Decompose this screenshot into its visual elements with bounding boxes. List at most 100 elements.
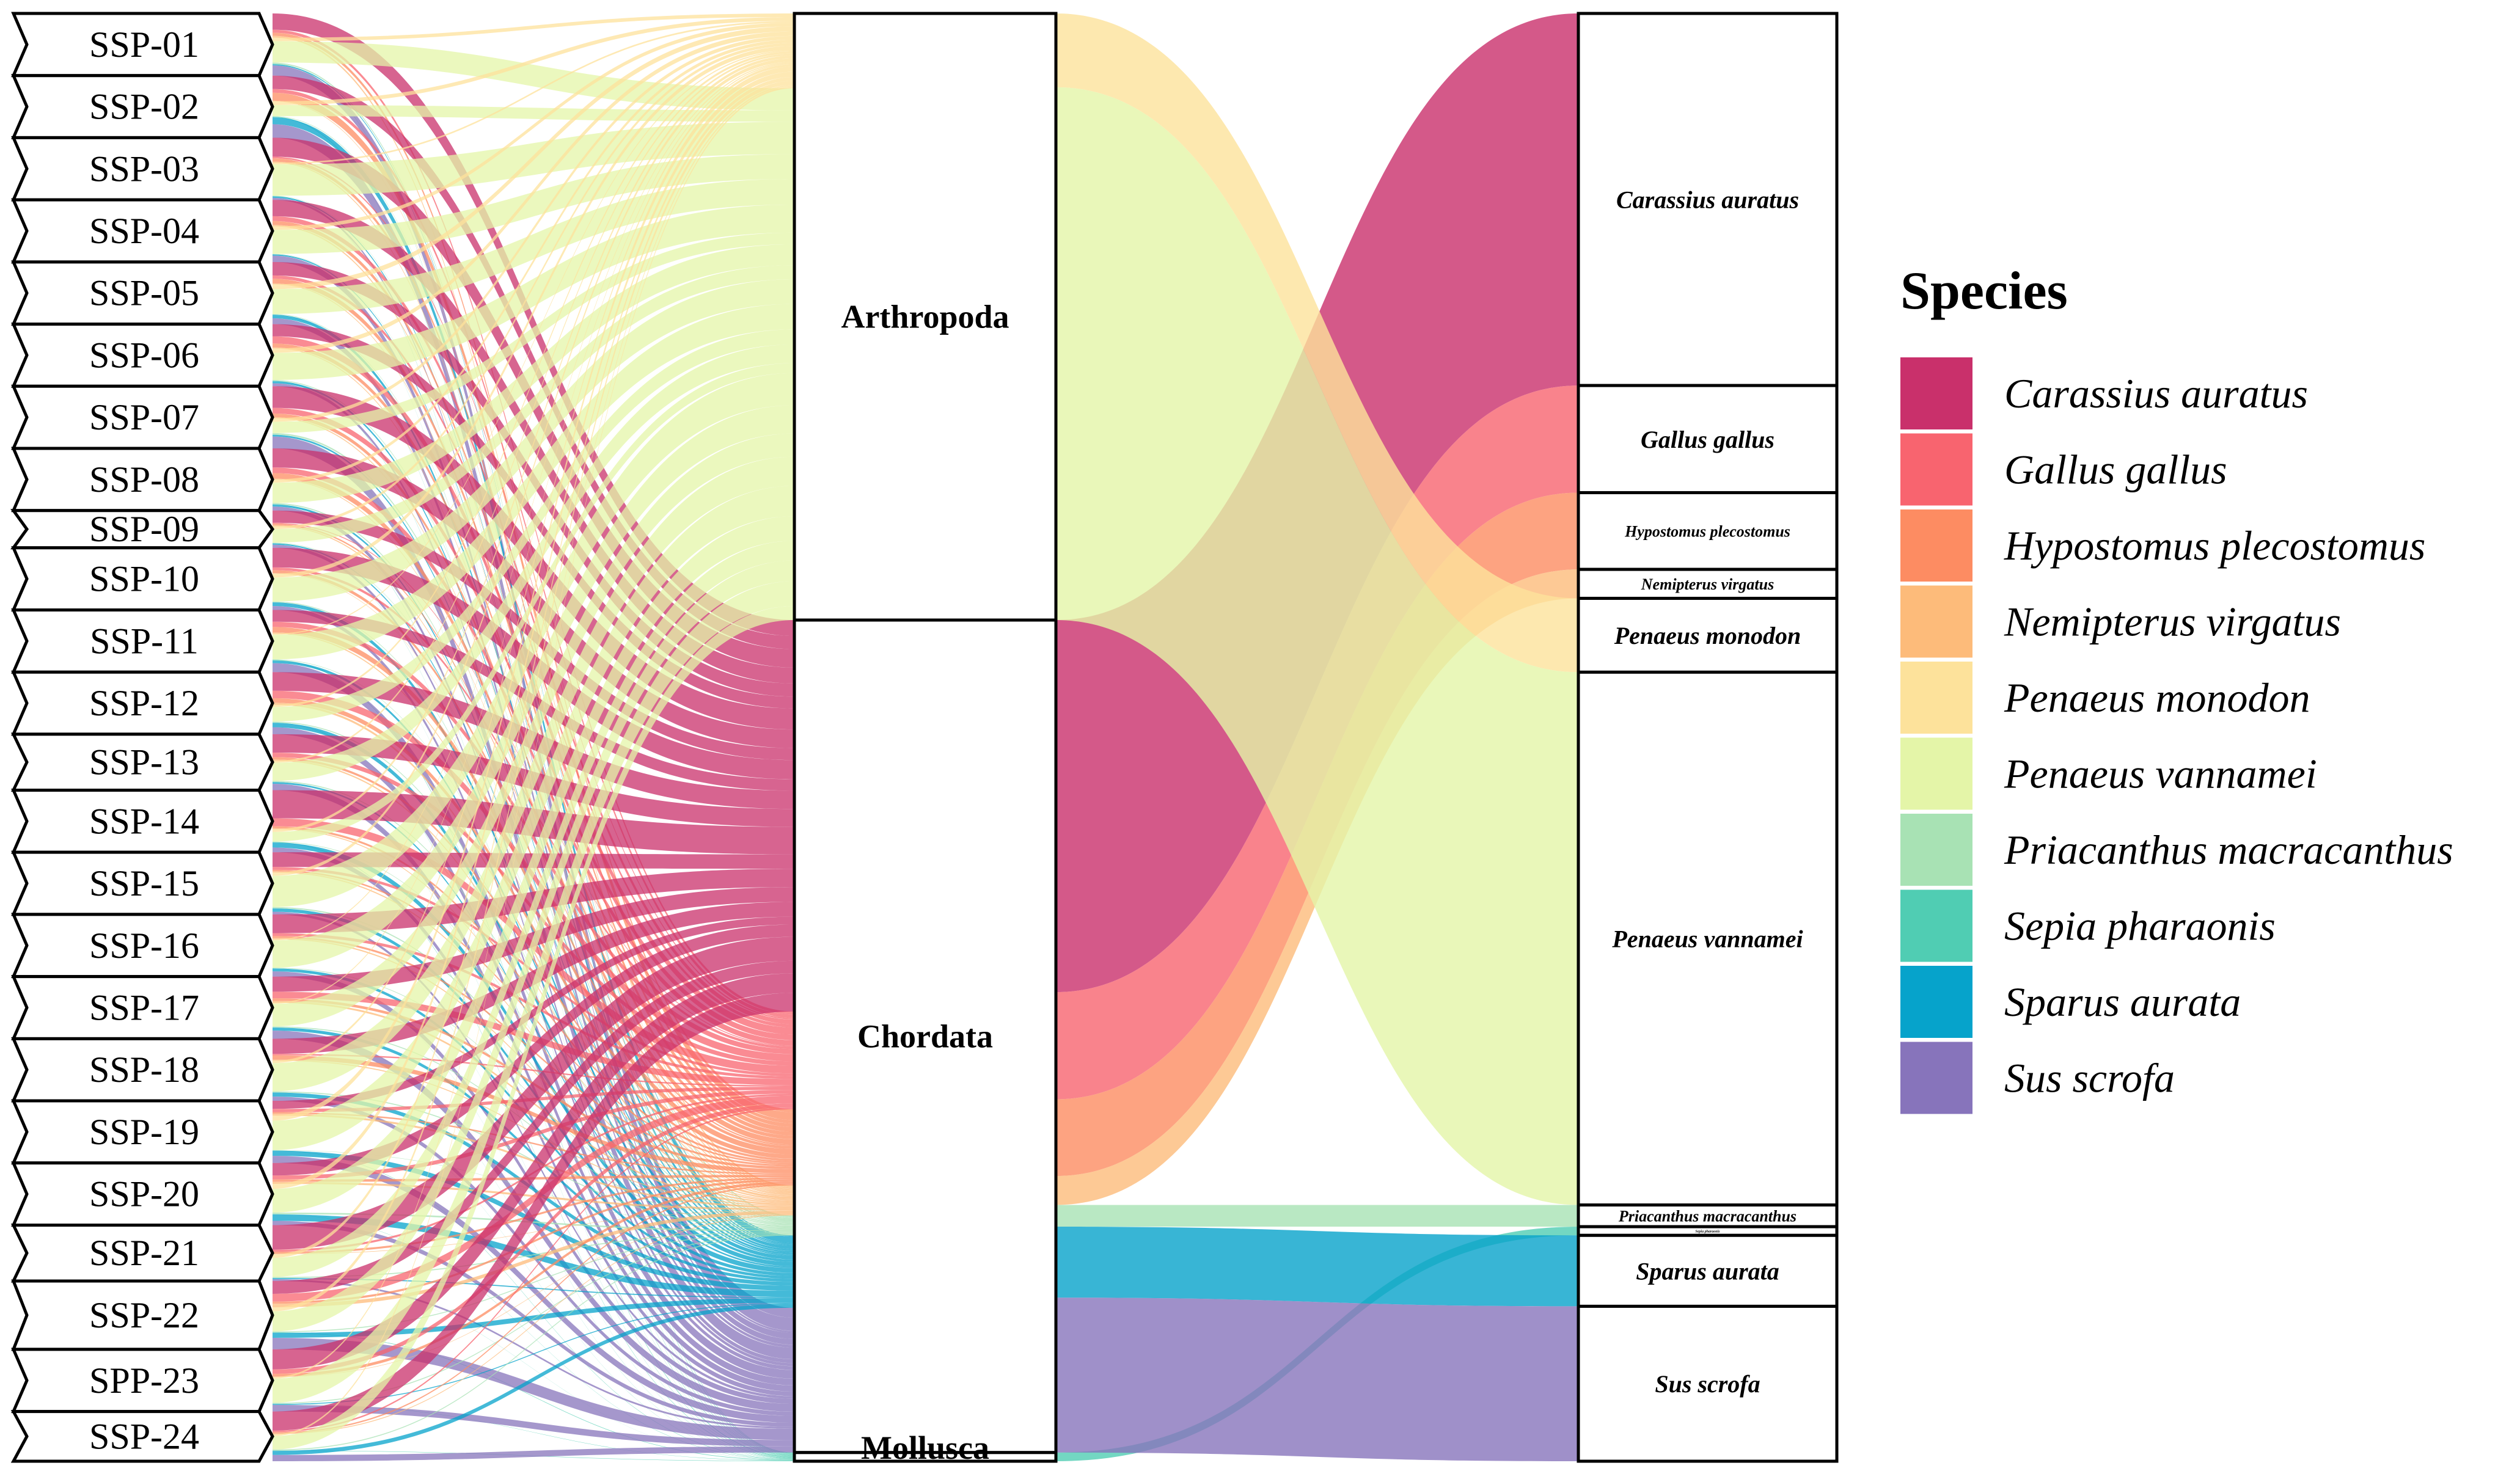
sample-label: SSP-14 <box>89 801 199 841</box>
flow-ssp-21-to-chordata-priacanthus-macracanthus <box>273 1232 794 1279</box>
sample-node-ssp-08: SSP-08 <box>11 447 274 513</box>
sample-to-phylum-flows <box>273 13 794 1461</box>
legend-swatch <box>1900 737 1972 810</box>
legend-swatch <box>1900 357 1972 429</box>
phylum-node-box <box>793 1451 1058 1463</box>
flow-ssp-04-to-chordata-sus-scrofa <box>273 255 794 1339</box>
flow-ssp-11-to-chordata-sparus-aurata <box>273 660 794 1262</box>
flow-ssp-17-to-arthropoda-penaeus-monodon <box>273 62 794 1004</box>
flow-spp-23-to-chordata-priacanthus-macracanthus <box>273 1233 794 1404</box>
sample-label: SSP-03 <box>89 148 199 189</box>
sample-label: SPP-23 <box>89 1360 199 1401</box>
sample-label: SSP-09 <box>89 509 199 549</box>
sample-node-ssp-17: SSP-17 <box>11 975 274 1040</box>
sample-label: SSP-08 <box>89 459 199 500</box>
species-node-box <box>1577 12 1839 387</box>
flow-ssp-10-to-arthropoda-penaeus-vannamei <box>273 279 794 602</box>
flow-ssp-22-to-chordata-nemipterus-virgatus <box>273 1210 794 1308</box>
flow-ssp-18-to-chordata-sparus-aurata <box>273 1092 794 1286</box>
flow-ssp-21-to-chordata-sparus-aurata <box>273 1278 794 1298</box>
flow-ssp-18-to-chordata-hypostomus-plecostomus <box>273 1055 794 1174</box>
legend-swatch <box>1900 889 1972 962</box>
flow-ssp-20-to-chordata-gallus-gallus <box>273 1090 794 1180</box>
flow-ssp-24-to-chordata-gallus-gallus <box>273 1108 794 1433</box>
sample-label: SSP-20 <box>89 1174 199 1214</box>
legend-label: Gallus gallus <box>2004 447 2227 493</box>
flow-ssp-20-to-chordata-priacanthus-macracanthus <box>273 1212 794 1232</box>
flow-ssp-18-to-chordata-carassius-auratus <box>273 902 794 1054</box>
flow-ssp-02-to-arthropoda-penaeus-vannamei <box>273 104 794 122</box>
flow-ssp-08-to-arthropoda-penaeus-monodon <box>273 39 794 483</box>
legend-label: Sus scrofa <box>2004 1055 2175 1101</box>
phylum-to-species-flows <box>1056 13 1578 1461</box>
sample-label: SSP-19 <box>89 1112 199 1152</box>
species-node-carassius-auratus: Carassius auratus <box>1577 12 1839 387</box>
sample-node-ssp-11: SSP-11 <box>11 608 274 674</box>
flow-ssp-15-to-arthropoda-penaeus-monodon <box>273 58 794 876</box>
sample-label: SSP-17 <box>89 987 199 1028</box>
phylum-label: Mollusca <box>861 1429 989 1466</box>
flow-ssp-18-to-arthropoda-penaeus-monodon <box>273 64 794 1064</box>
sample-node-ssp-02: SSP-02 <box>11 74 274 139</box>
species-node-label: Penaeus monodon <box>1614 622 1801 649</box>
legend-swatch <box>1900 814 1972 886</box>
sample-node-ssp-14: SSP-14 <box>11 788 274 854</box>
species-node-box <box>1577 596 1839 674</box>
sample-node-ssp-04: SSP-04 <box>11 198 274 264</box>
sample-label: SSP-21 <box>89 1233 199 1273</box>
sample-nodes: SSP-01SSP-02SSP-03SSP-04SSP-05SSP-06SSP-… <box>10 12 275 1463</box>
legend-label: Nemipterus virgatus <box>2004 599 2341 645</box>
species-node-box <box>1577 491 1839 571</box>
sample-label: SSP-07 <box>89 397 199 437</box>
legend-item-priacanthus-macracanthus: Priacanthus macracanthus <box>1900 814 2453 886</box>
flow-ssp-01-to-chordata-nemipterus-virgatus <box>273 35 794 1188</box>
flow-ssp-08-to-arthropoda-penaeus-vannamei <box>273 244 794 503</box>
flow-ssp-17-to-chordata-gallus-gallus <box>273 991 794 1086</box>
sample-label: SSP-11 <box>90 621 199 661</box>
sample-node-box <box>10 1410 274 1463</box>
flow-ssp-21-to-chordata-carassius-auratus <box>273 936 794 1250</box>
flow-ssp-22-to-chordata-priacanthus-macracanthus <box>273 1232 794 1333</box>
flow-ssp-15-to-arthropoda-penaeus-vannamei <box>273 373 794 907</box>
legend-item-penaeus-monodon: Penaeus monodon <box>1900 662 2310 734</box>
legend-item-gallus-gallus: Gallus gallus <box>1900 433 2227 506</box>
flow-ssp-20-to-arthropoda-penaeus-monodon <box>273 71 794 1189</box>
phylum-node-chordata: Chordata <box>793 618 1058 1455</box>
flow-ssp-11-to-chordata-hypostomus-plecostomus <box>273 627 794 1155</box>
flow-ssp-22-to-chordata-carassius-auratus <box>273 960 794 1294</box>
flow-ssp-24-to-chordata-sus-scrofa <box>273 1446 794 1461</box>
flow-chordata-to-sparus-aurata <box>1056 1227 1578 1307</box>
flow-ssp-22-to-chordata-hypostomus-plecostomus <box>273 1179 794 1304</box>
legend-item-nemipterus-virgatus: Nemipterus virgatus <box>1900 585 2341 658</box>
flow-ssp-13-to-chordata-hypostomus-plecostomus <box>273 757 794 1161</box>
species-node-sus-scrofa: Sus scrofa <box>1577 1304 1839 1463</box>
flow-ssp-05-to-arthropoda-penaeus-monodon <box>273 26 794 290</box>
flow-ssp-19-to-chordata-priacanthus-macracanthus <box>273 1150 794 1230</box>
legend-title: Species <box>1900 261 2068 321</box>
flow-ssp-07-to-arthropoda-penaeus-vannamei <box>273 232 794 433</box>
flow-ssp-19-to-chordata-hypostomus-plecostomus <box>273 1112 794 1175</box>
species-node-box <box>1577 1233 1839 1308</box>
flow-ssp-14-to-arthropoda-penaeus-vannamei <box>273 363 794 842</box>
sample-label: SSP-02 <box>89 87 199 127</box>
sample-label: SSP-01 <box>89 24 199 65</box>
flow-ssp-14-to-mollusca-sepia-pharaonis <box>273 842 794 1459</box>
sample-node-ssp-10: SSP-10 <box>11 546 274 611</box>
species-node-label: Sparus aurata <box>1636 1257 1779 1285</box>
flow-ssp-16-to-arthropoda-penaeus-vannamei <box>273 405 794 968</box>
flow-ssp-11-to-chordata-sus-scrofa <box>273 663 794 1379</box>
legend-swatch <box>1900 662 1972 734</box>
flow-ssp-09-to-arthropoda-penaeus-vannamei <box>273 265 794 543</box>
sample-label: SSP-22 <box>89 1295 199 1335</box>
flow-ssp-18-to-arthropoda-penaeus-vannamei <box>273 456 794 1092</box>
flow-ssp-02-to-chordata-carassius-auratus <box>273 75 794 649</box>
flow-ssp-04-to-chordata-sparus-aurata <box>273 254 794 1246</box>
flow-ssp-24-to-chordata-priacanthus-macracanthus <box>273 1234 794 1451</box>
flow-ssp-24-to-chordata-sparus-aurata <box>273 1304 794 1455</box>
legend-label: Hypostomus plecostomus <box>2004 522 2425 569</box>
sample-label: SSP-24 <box>89 1416 199 1456</box>
phylum-node-arthropoda: Arthropoda <box>793 12 1058 622</box>
